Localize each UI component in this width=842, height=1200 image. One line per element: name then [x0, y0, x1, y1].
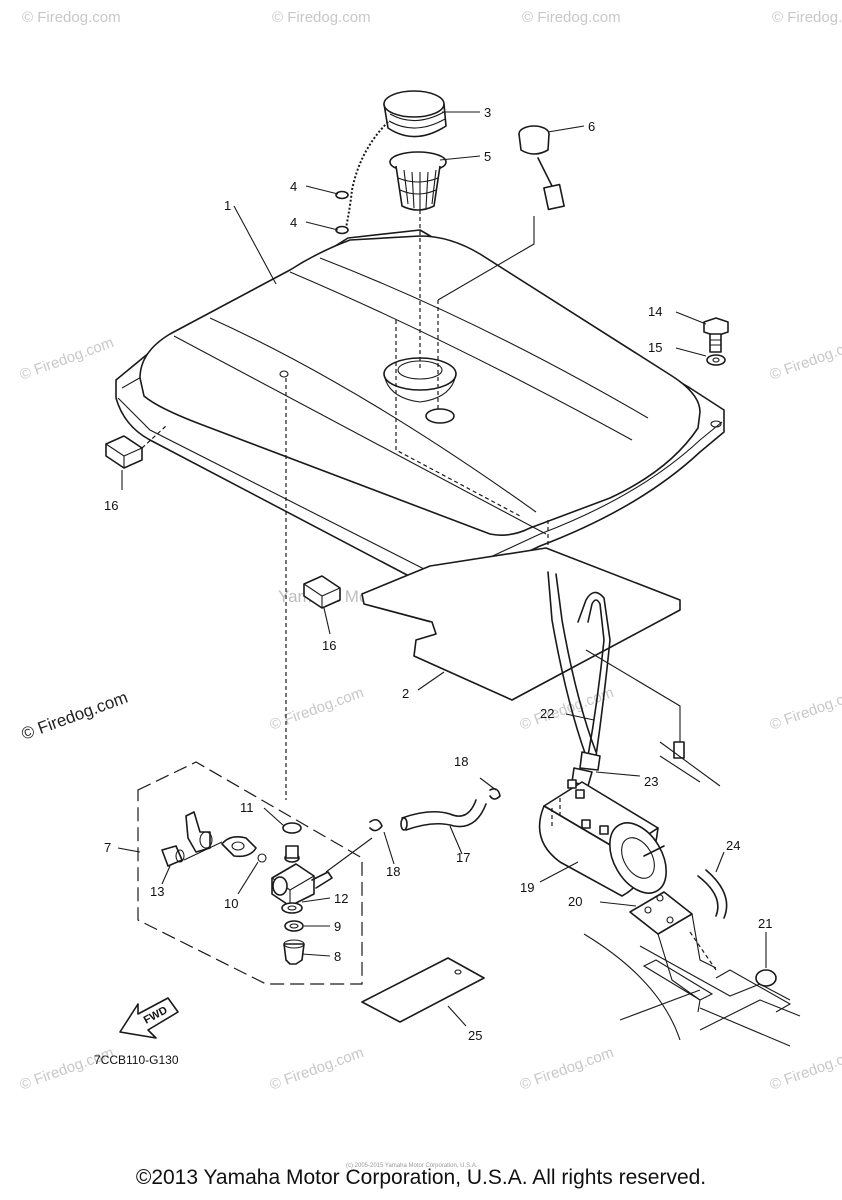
callout-20: 20 — [568, 894, 582, 909]
watermark-text: © Firedog.com — [272, 9, 371, 26]
callout-18: 18 — [454, 754, 468, 769]
washer-parts — [335, 190, 349, 235]
callout-10: 10 — [224, 896, 238, 911]
callout-7: 7 — [104, 840, 111, 855]
callout-19: 19 — [520, 880, 534, 895]
tank-pad-part — [361, 547, 681, 701]
callout-8: 8 — [334, 949, 341, 964]
watermark-text: © Firedog.com — [768, 1044, 842, 1094]
canister-bracket-part — [583, 891, 801, 1047]
callout-22: 22 — [540, 706, 554, 721]
rubber-damper-parts — [105, 425, 341, 609]
watermark-text: © Firedog.com — [18, 1044, 116, 1094]
callout-4: 4 — [290, 215, 297, 230]
copyright-notice: ©2013 Yamaha Motor Corporation, U.S.A. A… — [136, 1166, 706, 1189]
watermark-text: © Firedog.com — [768, 334, 842, 384]
grommet-part — [755, 969, 777, 987]
watermark-text: © Firedog.com — [768, 684, 842, 734]
callout-17: 17 — [456, 850, 470, 865]
callout-14: 14 — [648, 304, 662, 319]
callout-16: 16 — [104, 498, 118, 513]
callout-5: 5 — [484, 149, 491, 164]
fuel-cap-part — [345, 90, 447, 229]
callout-2: 2 — [402, 686, 409, 701]
watermark-text: © Firedog.com — [268, 1044, 366, 1094]
charcoal-canister-part — [538, 779, 667, 897]
fuel-cock-assembly — [137, 761, 373, 985]
fuel-tank-part — [115, 210, 725, 800]
breather-hose-part — [547, 571, 721, 787]
callout-1: 1 — [224, 198, 231, 213]
callout-6: 6 — [588, 119, 595, 134]
watermark-text-dark: © Firedog.com — [19, 688, 130, 744]
callout-15: 15 — [648, 340, 662, 355]
forward-arrow-icon: FWD — [119, 997, 179, 1039]
watermark-text: © Firedog.com — [522, 9, 621, 26]
callout-18: 18 — [386, 864, 400, 879]
watermark-text: © Firedog.com — [772, 9, 842, 26]
callout-23: 23 — [644, 774, 658, 789]
callout-3: 3 — [484, 105, 491, 120]
fuel-gauge-part — [518, 125, 565, 211]
canister-hose-part — [697, 869, 728, 919]
diagram-code: 7CCB110-G130 — [94, 1053, 179, 1067]
watermark-text: © Firedog.com — [268, 684, 366, 734]
fuel-hose-part — [369, 788, 501, 832]
callout-12: 12 — [334, 891, 348, 906]
callout-13: 13 — [150, 884, 164, 899]
callout-11: 11 — [240, 800, 254, 815]
small-print: (c) 2005-2015 Yamaha Motor Corporation, … — [346, 1163, 478, 1169]
callout-16: 16 — [322, 638, 336, 653]
callout-21: 21 — [758, 916, 772, 931]
watermark-text: © Firedog.com — [518, 1044, 616, 1094]
callout-4: 4 — [290, 179, 297, 194]
callout-numbers: 3 5 6 4 4 1 14 15 16 16 2 22 23 18 18 17… — [104, 105, 772, 1043]
leader-lines — [117, 111, 767, 1027]
fuel-strainer-part — [389, 151, 447, 211]
callout-25: 25 — [468, 1028, 482, 1043]
callout-9: 9 — [334, 919, 341, 934]
watermark-text: © Firedog.com — [18, 334, 116, 384]
tool-bag-part — [361, 957, 485, 1023]
watermark-text: © Firedog.com — [22, 9, 121, 26]
callout-24: 24 — [726, 838, 740, 853]
bolt-washer-parts — [703, 317, 729, 366]
